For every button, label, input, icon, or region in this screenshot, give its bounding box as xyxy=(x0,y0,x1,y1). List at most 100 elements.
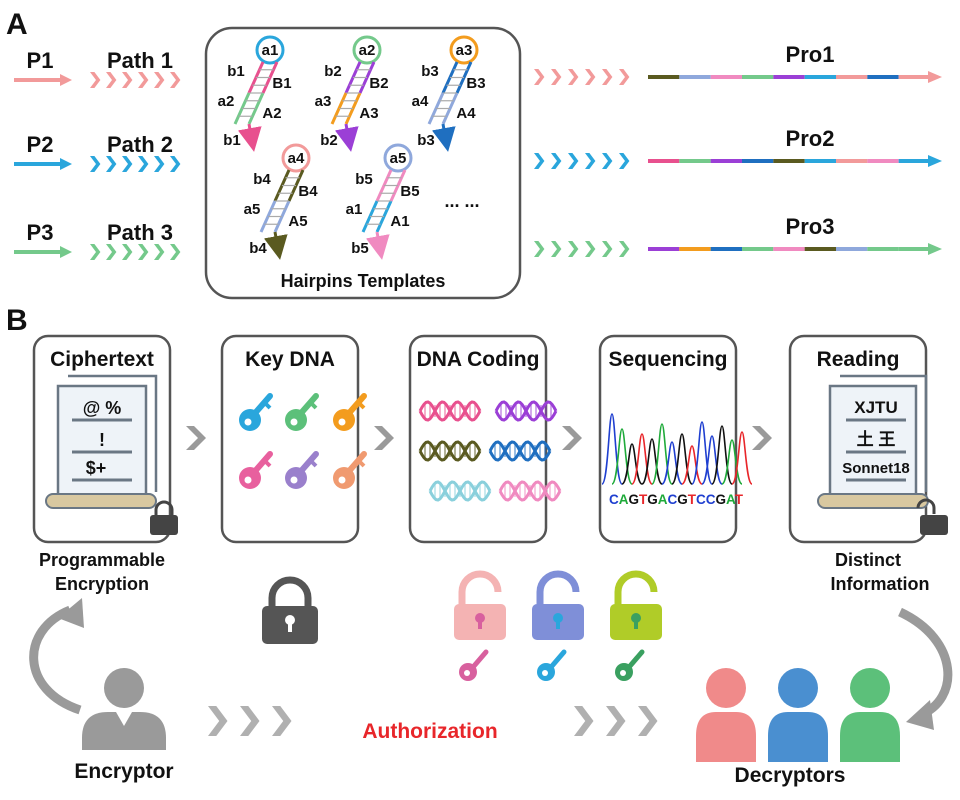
step-box xyxy=(32,334,172,544)
product-chevron xyxy=(619,69,630,85)
product-chevron xyxy=(619,153,630,169)
encryptor-person-icon xyxy=(82,668,166,750)
key-shaft xyxy=(471,649,489,669)
step-box xyxy=(408,334,548,544)
sequence-base: A xyxy=(658,492,668,507)
hairpin-loop xyxy=(352,35,382,65)
path-chevron xyxy=(170,244,181,260)
path-chevron xyxy=(90,244,101,260)
person-icon xyxy=(850,668,890,708)
key-shaft xyxy=(299,451,319,473)
caption-information: Information xyxy=(831,574,930,594)
key-tooth xyxy=(262,400,272,410)
hairpin-strand-label: A1 xyxy=(390,213,409,230)
sequence-base: G xyxy=(647,492,658,507)
hairpin-strand-label: b4 xyxy=(253,171,271,188)
key-hole xyxy=(464,670,470,676)
key-tooth xyxy=(356,458,366,468)
sequence-base: G xyxy=(716,492,727,507)
hairpin-strand-label: B2 xyxy=(369,75,388,92)
step-box xyxy=(598,334,738,544)
chromatogram-peak xyxy=(651,423,673,485)
product-chevron xyxy=(602,153,613,169)
key-tooth xyxy=(262,458,272,468)
key-hole xyxy=(244,418,252,426)
lock-open-shackle xyxy=(614,570,658,606)
sequence-base: G xyxy=(628,492,639,507)
caption-encryption: Encryption xyxy=(55,574,149,594)
chromatogram-peak xyxy=(731,431,753,485)
product-label: Pro1 xyxy=(786,42,835,67)
product-chevron xyxy=(534,69,545,85)
path-chevron xyxy=(106,244,117,260)
product-arrow-head xyxy=(928,71,942,83)
person-body xyxy=(696,712,756,762)
path-label: Path 3 xyxy=(107,220,173,245)
hairpin-templates-box xyxy=(204,26,522,300)
key-shaft xyxy=(253,393,273,415)
key-hole xyxy=(244,476,252,484)
curved-arrow-left-head xyxy=(58,598,84,628)
sequence-base: C xyxy=(668,492,678,507)
product-chevron xyxy=(568,241,579,257)
dna-strand xyxy=(428,480,492,502)
hairpin-strand-label: a4 xyxy=(412,93,429,110)
hairpin-strand-label: a3 xyxy=(315,93,332,110)
chromatogram-peak xyxy=(711,425,733,485)
sequence-base: A xyxy=(619,492,629,507)
hairpin-loop-label: a4 xyxy=(288,150,305,167)
path-chevron xyxy=(122,156,133,172)
cipher-symbol-3: $+ xyxy=(86,458,107,478)
input-arrow-head xyxy=(60,74,72,86)
dna-strand xyxy=(494,400,558,422)
person-icon xyxy=(706,668,746,708)
decryptor-people xyxy=(696,668,900,762)
hairpin-strand-label: A4 xyxy=(456,105,476,122)
hairpin-tail-arrow xyxy=(263,231,288,260)
input-arrow-head xyxy=(60,246,72,258)
product-label: Pro2 xyxy=(786,126,835,151)
product-arrow-head xyxy=(928,243,942,255)
hairpin-loop-label: a2 xyxy=(359,42,376,59)
sequence-base: A xyxy=(726,492,736,507)
hairpin-loop xyxy=(281,143,311,173)
key-hole xyxy=(290,476,298,484)
hairpin-loop-label: a1 xyxy=(262,42,279,59)
product-label: Pro3 xyxy=(786,214,835,239)
chromatogram-peak xyxy=(701,435,723,485)
product-chevron xyxy=(602,69,613,85)
authorization-chevron xyxy=(574,706,594,736)
key-shaft xyxy=(347,393,367,415)
chromatogram-peak xyxy=(611,428,633,485)
path-chevron xyxy=(138,156,149,172)
reading-line-3: Sonnet18 xyxy=(842,460,910,477)
lock-open-icon-small xyxy=(916,498,948,535)
hairpin-strand-label: A3 xyxy=(359,105,378,122)
reading-line-2: 土 王 xyxy=(857,429,896,449)
input-label: P1 xyxy=(27,48,54,73)
key-hole xyxy=(542,670,548,676)
product-chevron xyxy=(585,241,596,257)
chromatogram-peak xyxy=(661,441,683,485)
lock-keyhole-slot xyxy=(634,618,638,629)
key-shaft xyxy=(627,649,645,669)
hairpin-tail-label: b4 xyxy=(249,240,267,257)
input-arrow-head xyxy=(60,158,72,170)
reading-document: XJTU 土 王 Sonnet18 xyxy=(817,374,929,509)
hairpin-strand-label: b1 xyxy=(227,63,245,80)
hairpin-strand-label: A5 xyxy=(288,213,307,230)
key-shaft xyxy=(347,451,367,473)
hairpin-tail-arrow xyxy=(237,123,262,152)
product-arrow-head xyxy=(928,155,942,167)
input-label: P2 xyxy=(27,132,54,157)
person-icon xyxy=(778,668,818,708)
path-chevron xyxy=(122,244,133,260)
step-title: Ciphertext xyxy=(50,348,154,371)
hairpin-loop xyxy=(255,35,285,65)
authorization-label: Authorization xyxy=(362,720,497,743)
path-chevron xyxy=(154,156,165,172)
key-hole xyxy=(338,476,346,484)
key-shaft xyxy=(253,451,273,473)
